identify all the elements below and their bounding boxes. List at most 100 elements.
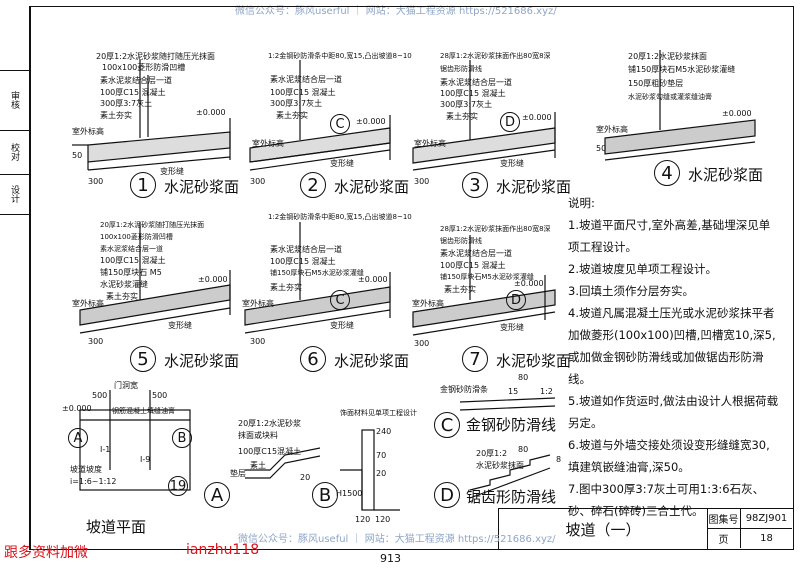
sheet-title: 坡道（一） bbox=[499, 509, 708, 549]
signature-cell bbox=[0, 6, 29, 71]
detail-7-title: 水泥砂浆面 bbox=[496, 352, 572, 370]
detail-a-label: 素土 bbox=[250, 461, 266, 470]
detail-4-label: 150厚粗砂垫层 bbox=[628, 79, 684, 88]
detail-2-label: 变形缝 bbox=[330, 159, 354, 168]
atlas-number: 98ZJ901 bbox=[741, 509, 792, 529]
detail-2-label: 1:2金钢砂防滑条中距80,宽15,凸出坡道8~10 bbox=[268, 52, 412, 60]
detail-1-label: 变形缝 bbox=[160, 167, 184, 176]
callout-c: C bbox=[330, 290, 350, 310]
callout-d: D bbox=[500, 112, 520, 132]
detail-1-label: 100厚C15 混凝土 bbox=[100, 88, 166, 97]
detail-c-label: 15 bbox=[508, 387, 519, 396]
footer-contact-text: 跟多资料加微 bbox=[4, 545, 88, 561]
detail-2-label: 300 bbox=[250, 177, 266, 186]
page-number: 18 bbox=[760, 533, 773, 544]
detail-7-label: 素水泥浆结合层一道 bbox=[440, 249, 512, 258]
detail-b-label: 120 bbox=[375, 515, 391, 524]
detail-7-label: 铺150厚块石M5水泥砂浆灌缝 bbox=[440, 273, 534, 281]
detail-2-number: 2 bbox=[300, 172, 326, 198]
sidebar-label-check: 校对 bbox=[0, 130, 29, 175]
title-block: 坡道（一） 图集号 98ZJ901 页 18 bbox=[498, 508, 794, 550]
detail-5-label: 铺150厚块石 M5 bbox=[100, 268, 162, 277]
detail-2-label: 素土夯实 bbox=[276, 111, 308, 120]
detail-7-label: 100厚C15 混凝土 bbox=[440, 261, 506, 270]
detail-b-mark: B bbox=[312, 482, 338, 508]
detail-b-label: H1500 bbox=[336, 489, 363, 498]
note-item: 2.坡道坡度见单项工程设计。 bbox=[568, 262, 717, 276]
detail-4-label: 铺150厚块石M5水泥砂浆灌缝 bbox=[628, 65, 736, 74]
detail-a-label: 100厚C15混凝土 bbox=[238, 447, 302, 456]
detail-c-mark: C bbox=[434, 412, 460, 438]
detail-3-label: 素水泥浆结合层一道 bbox=[440, 78, 512, 87]
detail-1-label: 素土夯实 bbox=[100, 111, 132, 120]
detail-5-label: ±0.000 bbox=[198, 275, 228, 284]
detail-1-label: ±0.000 bbox=[196, 108, 226, 117]
detail-3-number: 3 bbox=[462, 172, 488, 198]
detail-d-title: 锯齿形防滑线 bbox=[466, 488, 557, 506]
page-label: 页 bbox=[707, 529, 741, 548]
detail-6-label: 室外标高 bbox=[242, 299, 274, 308]
detail-2-title: 水泥砂浆面 bbox=[334, 178, 410, 196]
detail-2-label: 素水泥浆结合层一道 bbox=[270, 75, 342, 84]
callout-c: C bbox=[330, 114, 350, 134]
detail-3-label: 300厚3:7灰土 bbox=[440, 100, 493, 109]
watermark-bottom: 微信公众号：豚风useful ｜ 网站：大猫工程资源 https://52168… bbox=[238, 534, 556, 545]
detail-b-label: 20 bbox=[376, 469, 387, 478]
detail-7-label: ±0.000 bbox=[514, 279, 544, 288]
detail-d-mark: D bbox=[434, 482, 460, 508]
detail-3-label: 素土夯实 bbox=[446, 112, 478, 121]
detail-d-label: 20厚1:2 bbox=[476, 449, 508, 458]
detail-b-label: 70 bbox=[376, 451, 387, 460]
detail-1-label: 室外标高 bbox=[72, 127, 104, 136]
detail-7-number: 7 bbox=[462, 346, 488, 372]
detail-4-label: 50 bbox=[596, 144, 607, 153]
detail-7-label: 锯齿形防滑线 bbox=[440, 237, 482, 245]
detail-7-label: 变形缝 bbox=[500, 323, 524, 332]
detail-4-title: 水泥砂浆面 bbox=[688, 166, 764, 184]
detail-b-label: 饰面材料见单项工程设计 bbox=[340, 409, 417, 417]
detail-6-number: 6 bbox=[300, 346, 326, 372]
detail-3-label: 100厚C15 混凝土 bbox=[440, 89, 506, 98]
detail-3-label: ±0.000 bbox=[522, 113, 552, 122]
detail-d-label: 水泥砂浆抹面 bbox=[476, 461, 524, 470]
detail-3-label: 变形缝 bbox=[500, 159, 524, 168]
detail-4-label: ±0.000 bbox=[722, 109, 752, 118]
detail-7-label: 室外标高 bbox=[412, 299, 444, 308]
footer-contact-id: ianzhu118 bbox=[186, 542, 260, 558]
detail-3-label: 锯齿形防滑线 bbox=[440, 65, 482, 73]
plan-label: 钢筋混凝土填缝油膏 bbox=[112, 407, 175, 415]
plan-label: I-9 bbox=[140, 455, 151, 464]
watermark-top: 微信公众号：豚风userful ｜ 网站：大猫工程资源 https://5216… bbox=[235, 6, 557, 17]
drawing-frame bbox=[30, 6, 794, 550]
detail-d-label: 8 bbox=[556, 455, 562, 464]
detail-5-label: 素水泥浆结合层一道 bbox=[100, 245, 163, 253]
callout-b: B bbox=[172, 428, 192, 448]
plan-title: 坡道平面 bbox=[86, 518, 147, 536]
scan-page-number: 913 bbox=[380, 552, 401, 565]
plan-label: I-1 bbox=[100, 445, 111, 454]
detail-6-label: 1:2金钢砂防滑条中距80,宽15,凸出坡道8~10 bbox=[268, 213, 412, 221]
detail-2-label: ±0.000 bbox=[356, 117, 386, 126]
notes-title: 说明: bbox=[568, 196, 595, 210]
detail-7-label: 28厚1:2水泥砂浆抹面作出80宽8深 bbox=[440, 225, 551, 233]
detail-1-label: 100x100菱形防滑凹槽 bbox=[102, 63, 186, 72]
detail-1-title: 水泥砂浆面 bbox=[164, 178, 240, 196]
notes: 说明: 1.坡道平面尺寸,室外高差,基础埋深见单项工程设计。 2.坡道坡度见单项… bbox=[568, 192, 780, 522]
detail-2-label: 室外标高 bbox=[252, 139, 284, 148]
plan-label: 门洞宽 bbox=[114, 381, 138, 390]
detail-6-label: 300 bbox=[250, 337, 266, 346]
detail-5-label: 素土夯实 bbox=[106, 292, 138, 301]
atlas-label: 图集号 bbox=[707, 509, 741, 529]
detail-2-label: 100厚C15 混凝土 bbox=[270, 88, 336, 97]
sidebar-label-review: 审核 bbox=[0, 70, 29, 131]
detail-3-label: 300 bbox=[414, 177, 430, 186]
detail-4-label: 20厚1:2水泥砂浆抹面 bbox=[628, 52, 708, 61]
plan-label: ±0.000 bbox=[62, 404, 92, 413]
detail-a-mark: A bbox=[204, 482, 230, 508]
note-item: 6.坡道与外墙交接处须设变形缝缝宽30,填建筑嵌缝油膏,深50。 bbox=[568, 438, 770, 474]
detail-c-label: 80 bbox=[518, 373, 529, 382]
note-item: 3.回填土须作分层夯实。 bbox=[568, 284, 694, 298]
detail-c-label: 1:2 bbox=[540, 387, 553, 396]
detail-3-label: 室外标高 bbox=[414, 139, 446, 148]
